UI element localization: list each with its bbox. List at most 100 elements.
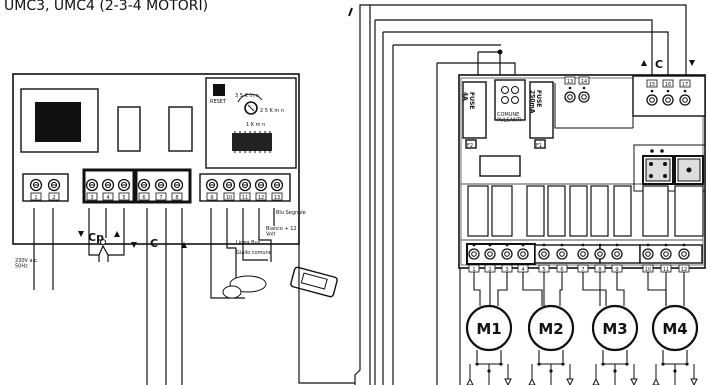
relay [642, 185, 669, 237]
left-terminal-8[interactable]: 8 [170, 178, 184, 202]
right-top-terminal-14[interactable]: 14 [578, 76, 590, 103]
left-terminal-label: 9 [210, 195, 213, 201]
knob-label-bottom: 1 K m n [246, 122, 265, 128]
left-terminal-label: 12 [258, 195, 264, 201]
left-terminal-label: 6 [142, 195, 145, 201]
right-bottom-terminal-label: 10 [645, 267, 651, 273]
right-top-terminal-13[interactable]: 13 [564, 76, 576, 103]
relay [526, 185, 545, 237]
right-bottom-terminal-8[interactable]: 8 [594, 243, 606, 273]
left-terminal-7[interactable]: 7 [154, 178, 168, 202]
right-bottom-terminal-label: 8 [598, 267, 601, 273]
left-terminal-2[interactable]: 2 [47, 178, 61, 202]
right-bottom-terminal-label: 7 [581, 267, 584, 273]
f2-label: F2 [467, 143, 473, 149]
right-top-terminal-label: 17 [682, 82, 688, 88]
right-bottom-terminal-2[interactable]: 2 [484, 243, 496, 273]
right-bottom-terminal-label: 2 [488, 267, 491, 273]
right-bottom-terminal-label: 12 [681, 267, 687, 273]
left-terminal-label: 8 [175, 195, 178, 201]
linea-label: Linea Bus [236, 240, 261, 246]
left-terminal-label: 13 [274, 195, 280, 201]
motor-label: M4 [662, 320, 687, 338]
left-terminal-11[interactable]: 11 [238, 178, 252, 202]
left-terminal-9[interactable]: 9 [205, 178, 219, 202]
left-terminal-12[interactable]: 12 [254, 178, 268, 202]
right-bottom-terminal-label: 3 [505, 267, 508, 273]
right-top-terminal-17[interactable]: 17 [679, 79, 691, 106]
power-label: 230V a.c.50Hz [15, 258, 39, 270]
right-top-terminal-label: 14 [581, 79, 587, 85]
motor-m3: M3 [582, 272, 639, 385]
fuse-4a [462, 81, 487, 139]
diagram-title: UMC3, UMC4 (2-3-4 MOTORI) [4, 0, 208, 14]
left-terminal-3[interactable]: 3 [85, 178, 99, 202]
cp-label: Cp [88, 231, 104, 244]
interconnect-wires [298, 4, 687, 385]
right-bottom-terminal-label: 11 [663, 267, 669, 273]
right-bottom-terminal-7[interactable]: 7 [577, 243, 589, 273]
right-bottom-terminal-label: 5 [542, 267, 545, 273]
knob-label-right: 2 5 K m n [260, 108, 284, 114]
left-terminal-label: 1 [34, 195, 37, 201]
chip [232, 133, 272, 151]
right-bottom-terminal-5[interactable]: 5 [538, 243, 550, 273]
right-bottom-terminal-label: 1 [472, 267, 475, 273]
knob-label-top: 3 5 K m n [235, 93, 259, 99]
right-bottom-terminal-10[interactable]: 10 [642, 243, 654, 273]
arrow-up-top [641, 60, 647, 66]
left-terminal-label: 2 [52, 195, 55, 201]
motors-group: M1 M2 M3 M4 [459, 268, 699, 385]
left-terminal-6[interactable]: 6 [137, 178, 151, 202]
top-c-label: C [655, 58, 663, 71]
left-terminal-label: 5 [122, 195, 125, 201]
motor-label: M1 [476, 320, 501, 338]
left-terminal-label: 11 [242, 195, 248, 201]
left-terminal-label: 7 [159, 195, 162, 201]
motor-m4: M4 [647, 272, 699, 385]
left-wiring: 230V a.c.50Hz Cp C Blu Segnale Bianco + … [15, 208, 338, 385]
left-terminal-label: 3 [90, 195, 93, 201]
motor-label: M2 [538, 320, 563, 338]
right-bottom-terminal-9[interactable]: 9 [611, 243, 623, 273]
left-terminal-label: 4 [106, 195, 109, 201]
right-top-terminal-label: 15 [649, 82, 655, 88]
left-terminal-10[interactable]: 10 [222, 178, 236, 202]
relay [547, 185, 566, 237]
relay [467, 185, 489, 237]
right-top-terminal-label: 16 [665, 82, 671, 88]
right-bottom-terminal-1[interactable]: 1 [468, 243, 480, 273]
left-terminal-13[interactable]: 13 [270, 178, 284, 202]
right-bottom-terminal-6[interactable]: 6 [556, 243, 568, 273]
reset-button[interactable] [213, 84, 225, 96]
left-terminal-label: 10 [226, 195, 232, 201]
arrow-down-top [689, 60, 695, 66]
f1-label: F1 [536, 143, 542, 149]
fuse-4a-label: FUSE4A [461, 92, 475, 109]
motor-label: M3 [602, 320, 627, 338]
right-top-terminal-label: 13 [567, 79, 573, 85]
right-bottom-terminal-label: 6 [560, 267, 563, 273]
display-screen [35, 102, 81, 142]
motor-m1: M1 [465, 272, 513, 385]
right-top-terminal-15[interactable]: 15 [646, 79, 658, 106]
reset-label: RESET [210, 99, 227, 105]
right-bottom-terminal-3[interactable]: 3 [501, 243, 513, 273]
right-bottom-terminal-label: 9 [615, 267, 618, 273]
fuse-250ma-label: FUSE250mA [528, 90, 542, 114]
left-terminal-5[interactable]: 5 [117, 178, 131, 202]
c-label: C [150, 237, 158, 250]
relay [491, 185, 513, 237]
left-terminal-1[interactable]: 1 [29, 178, 43, 202]
left-terminal-4[interactable]: 4 [101, 178, 115, 202]
right-top-terminal-16[interactable]: 16 [662, 79, 674, 106]
blu-label: Blu Segnale [276, 210, 306, 216]
motor-m2: M2 [522, 272, 575, 385]
relay [569, 185, 588, 237]
relay [613, 185, 632, 237]
